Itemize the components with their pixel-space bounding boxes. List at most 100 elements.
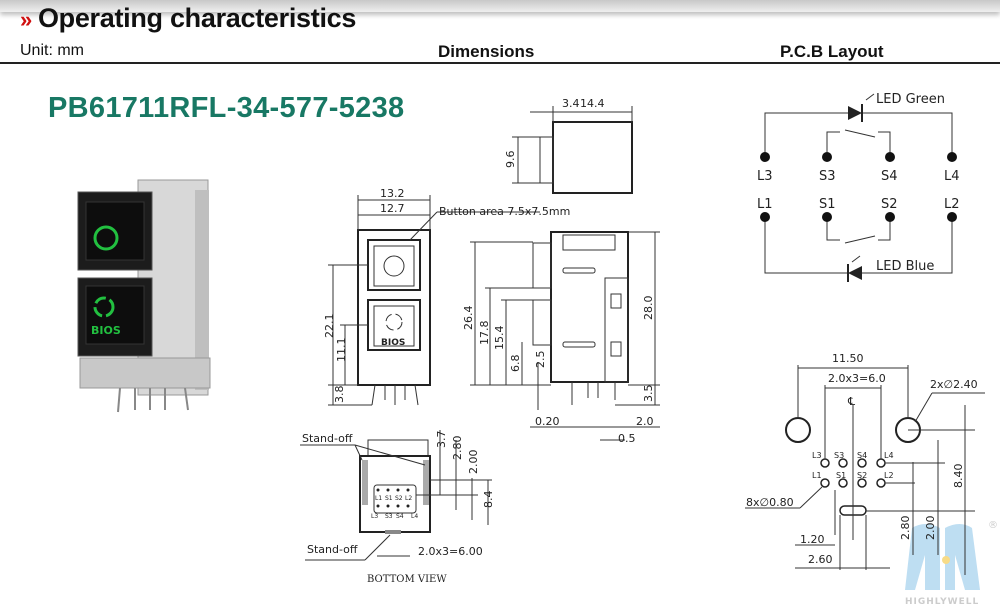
pin-label: S1 [819, 197, 836, 212]
drawing-line [117, 387, 121, 413]
front-bios-text: BIOS [381, 338, 405, 348]
pin-label: L1 [812, 471, 822, 480]
pin-label: L2 [944, 197, 960, 212]
drawing-line [905, 524, 940, 590]
dimensions-heading: Dimensions [438, 42, 535, 61]
drawing-line [383, 255, 405, 277]
drawing-line [820, 478, 830, 488]
pin-label: L2 [884, 471, 894, 480]
dim-17-8: 17.8 [478, 321, 491, 346]
drawing-line [610, 293, 622, 309]
led-green-label: LED Green [876, 92, 945, 107]
pin-hole-note: 8x∅0.80 [746, 496, 794, 509]
pin-label: S4 [881, 169, 898, 184]
drawing-line [760, 212, 770, 222]
drawing-line [838, 458, 848, 468]
pin-label: S3 [819, 169, 836, 184]
drawing-line [93, 296, 115, 318]
side-view-drawing: 26.4 17.8 15.4 6.8 2.5 28.0 3.5 0.20 2.0… [462, 231, 660, 445]
drawing-line [764, 112, 953, 157]
drawing-line [820, 458, 886, 488]
page-title: »Operating characteristics [20, 3, 356, 34]
drawing-line [362, 460, 368, 505]
pin-label: L3 [371, 513, 378, 520]
dim-3-8: 3.8 [333, 386, 346, 404]
drawing-line [117, 387, 189, 413]
drawing-line [820, 458, 830, 468]
drawing-line [396, 504, 400, 508]
drawing-line [844, 129, 876, 138]
drawing-line [414, 384, 419, 406]
drawing-line [604, 277, 629, 383]
dim-3-4: 3.4 [562, 97, 580, 110]
unit-label: Unit: mm [20, 42, 84, 59]
drawing-line [371, 384, 419, 406]
drawing-line [799, 486, 823, 509]
pin-label: L2 [405, 495, 412, 502]
drawing-line [184, 387, 189, 411]
drawing-line [885, 212, 895, 222]
drawing-line [93, 225, 119, 251]
drawing-line [848, 106, 862, 120]
dim-6-8: 6.8 [509, 355, 522, 373]
centerline-symbol: ℄ [847, 395, 855, 408]
pin-label: L4 [411, 513, 418, 520]
drawing-line [354, 444, 363, 461]
dim-11-1: 11.1 [335, 338, 348, 363]
drawing-line [914, 392, 933, 423]
dim-22-1: 22.1 [323, 314, 336, 339]
button-area-note: Button area 7.5x7.5mm [439, 205, 570, 218]
dim-12-7: 12.7 [380, 202, 405, 215]
drawing-line [376, 488, 410, 508]
pin-label: S1 [836, 471, 846, 480]
drawing-line [571, 382, 616, 405]
drawing-line [822, 152, 832, 162]
dim-26-4: 26.4 [462, 306, 475, 331]
header-band [0, 0, 1000, 12]
drawing-line [409, 211, 438, 241]
drawing-line [85, 285, 145, 345]
standoff-label-top: Stand-off [302, 432, 353, 445]
drawing-line [947, 152, 957, 162]
pin-label: L3 [757, 169, 773, 184]
dim-15-4: 15.4 [493, 326, 506, 351]
dim-2-80: 2.80 [899, 516, 912, 541]
bottom-view-caption: BOTTOM VIEW [367, 574, 447, 585]
drawing-line [532, 299, 552, 346]
pin-label: L4 [884, 451, 894, 460]
dim-13-2: 13.2 [380, 187, 405, 200]
drawing-line [610, 341, 622, 357]
pin-label: S2 [857, 471, 867, 480]
dim-3-7: 3.7 [435, 431, 448, 449]
drawing-line [945, 524, 980, 590]
standoff-label-bottom: Stand-off [307, 543, 358, 556]
drawing-line [406, 504, 410, 508]
drawing-line [376, 504, 380, 508]
drawing-line [354, 444, 426, 466]
drawing-line [851, 255, 861, 263]
drawing-line [406, 488, 410, 492]
pin-label: S2 [395, 495, 403, 502]
pcb-layout-heading: P.C.B Layout [780, 42, 884, 61]
drawing-line [857, 458, 867, 468]
drawing-line [865, 93, 875, 101]
drawing-line [386, 488, 390, 492]
pin-label: S3 [385, 513, 393, 520]
drawing-line [386, 504, 390, 508]
dim-28-0: 28.0 [642, 296, 655, 321]
drawing-line [785, 417, 811, 443]
bottom-view-drawing: L1 S1 S2 L2 L3 S3 S4 L4 Stand-off Stand-… [300, 430, 495, 585]
photo-bios-text: BIOS [91, 324, 121, 337]
dim-11-50: 11.50 [832, 352, 864, 365]
drawing-line [562, 267, 596, 274]
pin-label: S1 [385, 495, 393, 502]
drawing-line [878, 217, 891, 241]
pin-label: L1 [375, 495, 382, 502]
drawing-line [844, 235, 876, 244]
drawing-line [532, 242, 552, 289]
drawing-line [423, 460, 429, 505]
drawing-line [376, 488, 380, 492]
dim-0-20: 0.20 [535, 415, 560, 428]
drawing-line [878, 131, 891, 157]
pcb-footprint: 11.50 2.0x3=6.0 2x∅2.40 ℄ L3 S3 S4 L4 L1… [745, 352, 985, 575]
